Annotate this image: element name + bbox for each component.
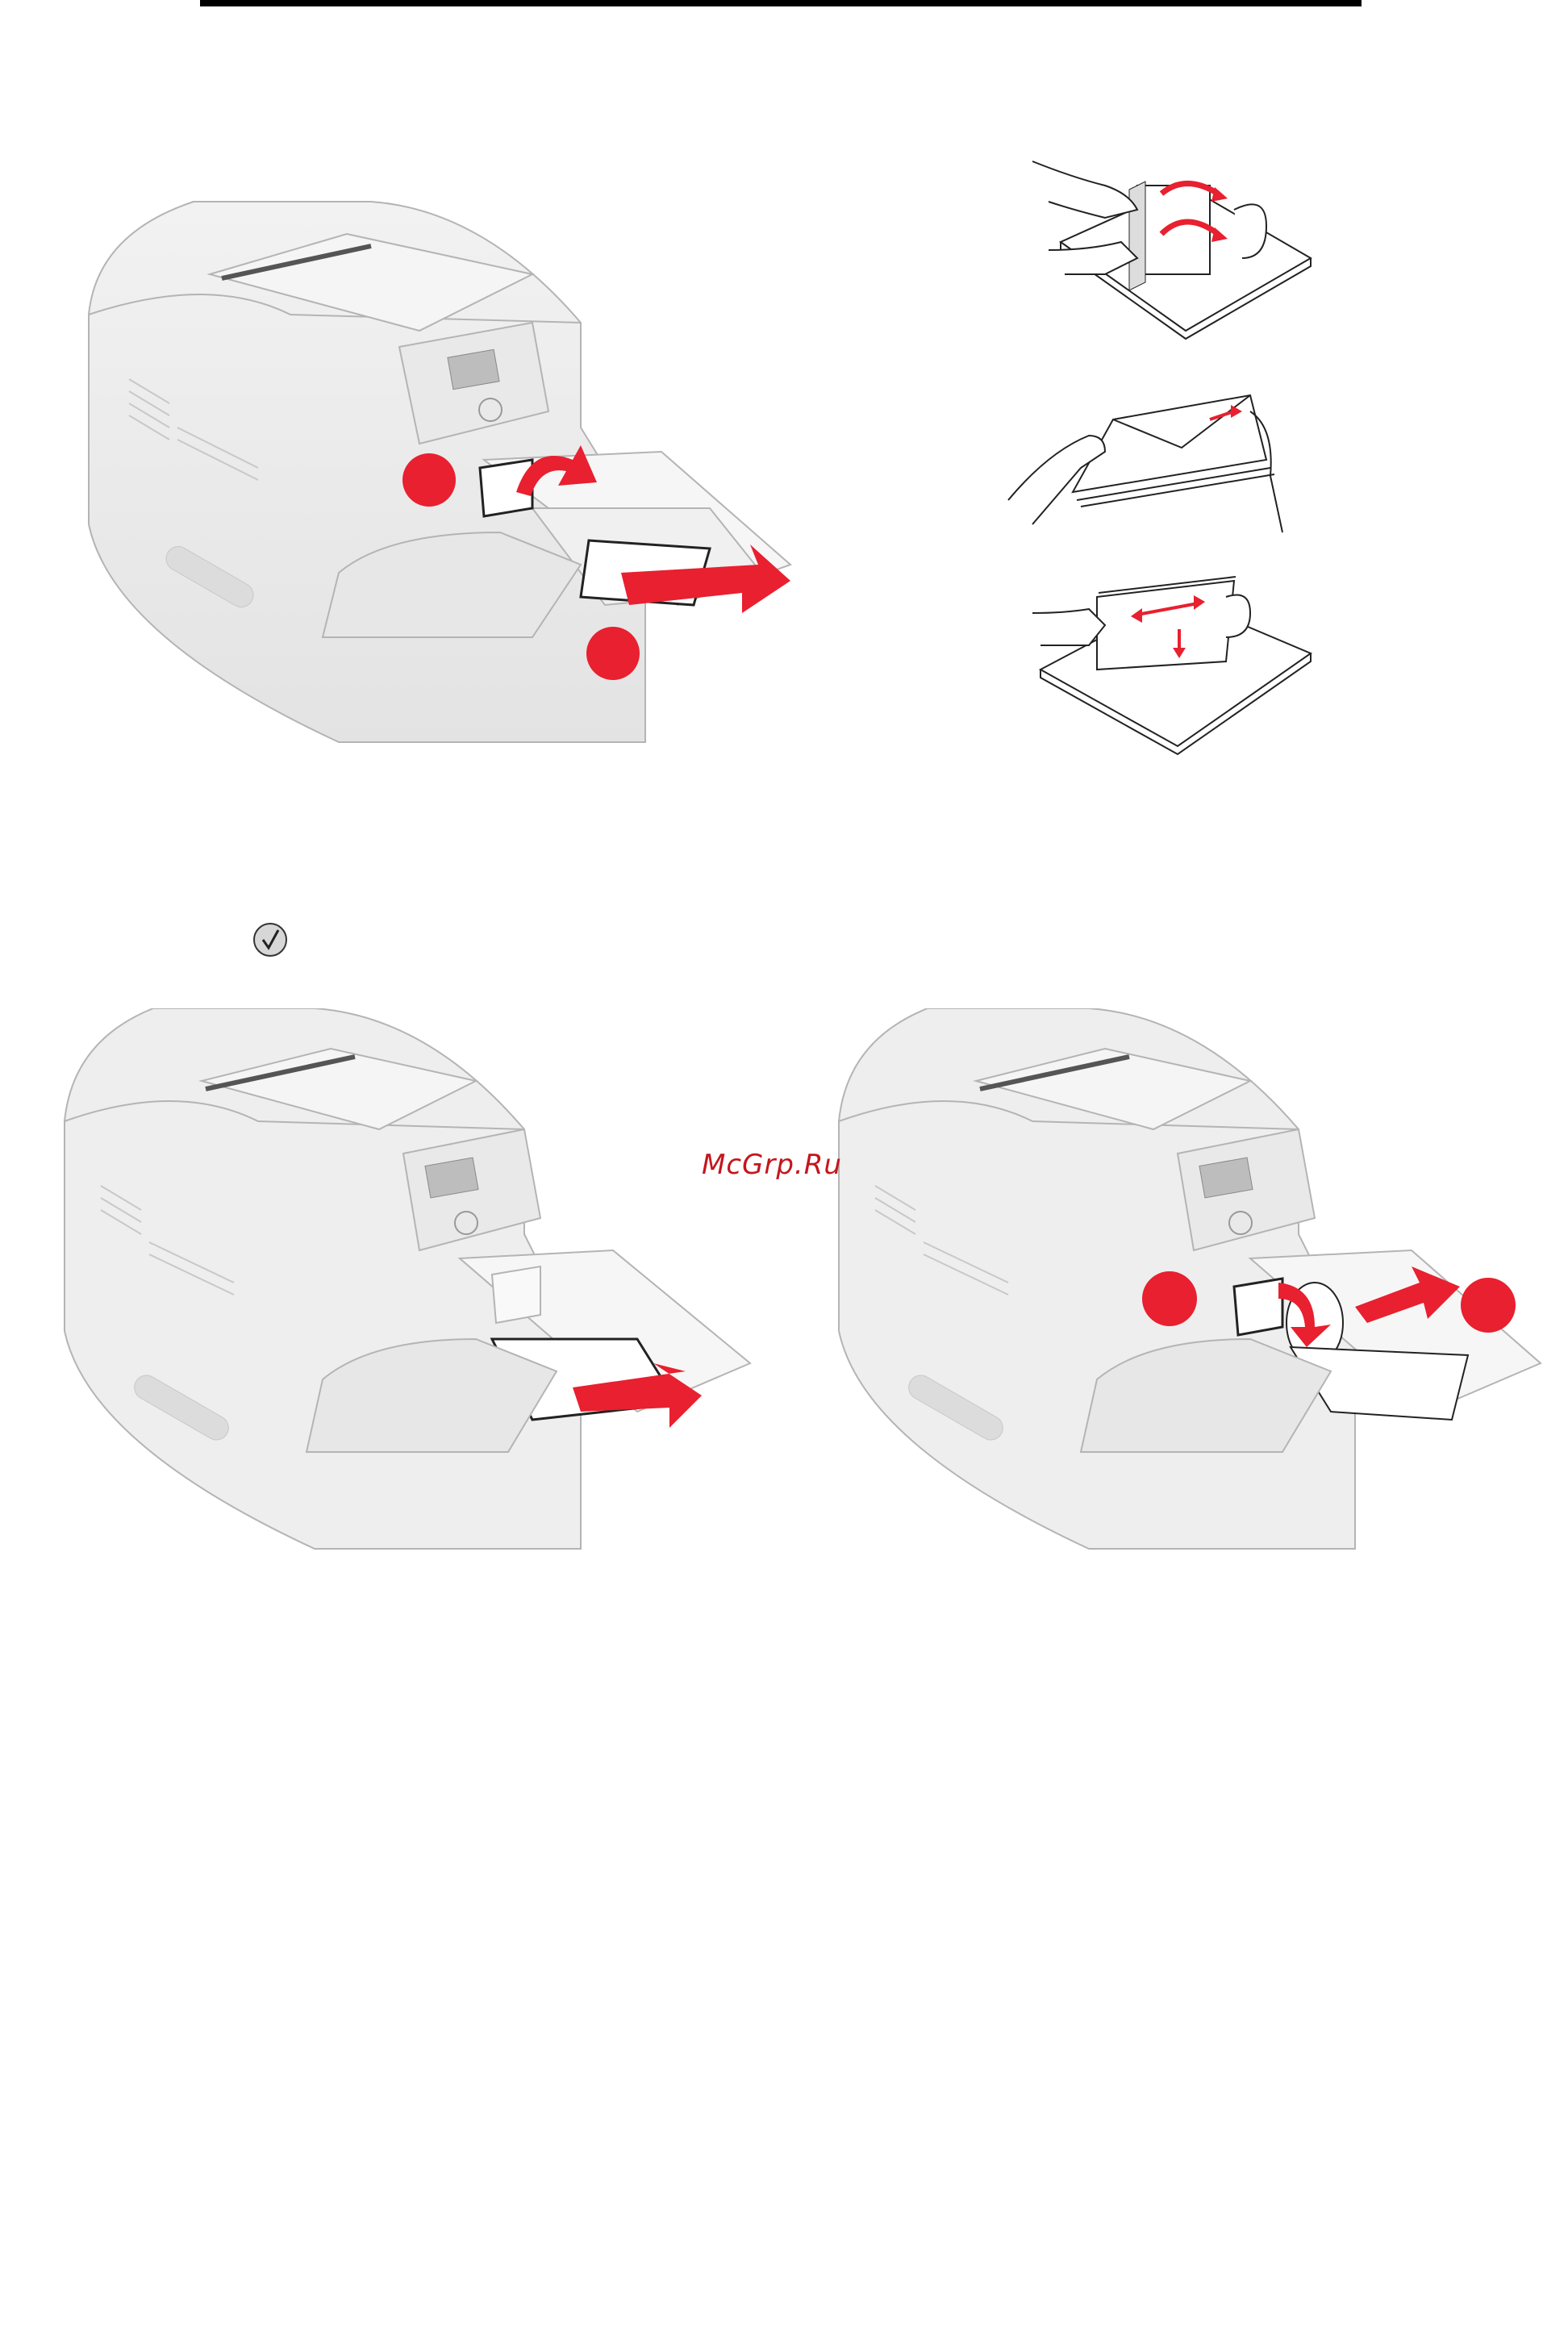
printer-figure-load-paper [56, 1008, 782, 1557]
flex-paper-figure [1024, 145, 1331, 355]
printer-figure-feeder-open [81, 186, 807, 750]
align-stack-figure [1024, 565, 1331, 758]
step-marker-2 [586, 627, 640, 680]
checkmark-circle-icon [252, 922, 288, 958]
printer-figure-adjust-guide [831, 1008, 1557, 1557]
watermark: McGrp.Ru [702, 1149, 842, 1181]
step-marker-1 [402, 453, 456, 507]
fan-envelopes-figure [1000, 379, 1307, 549]
header-rule [200, 0, 1362, 6]
step-marker-1 [1142, 1271, 1197, 1326]
step-marker-2 [1461, 1278, 1516, 1333]
